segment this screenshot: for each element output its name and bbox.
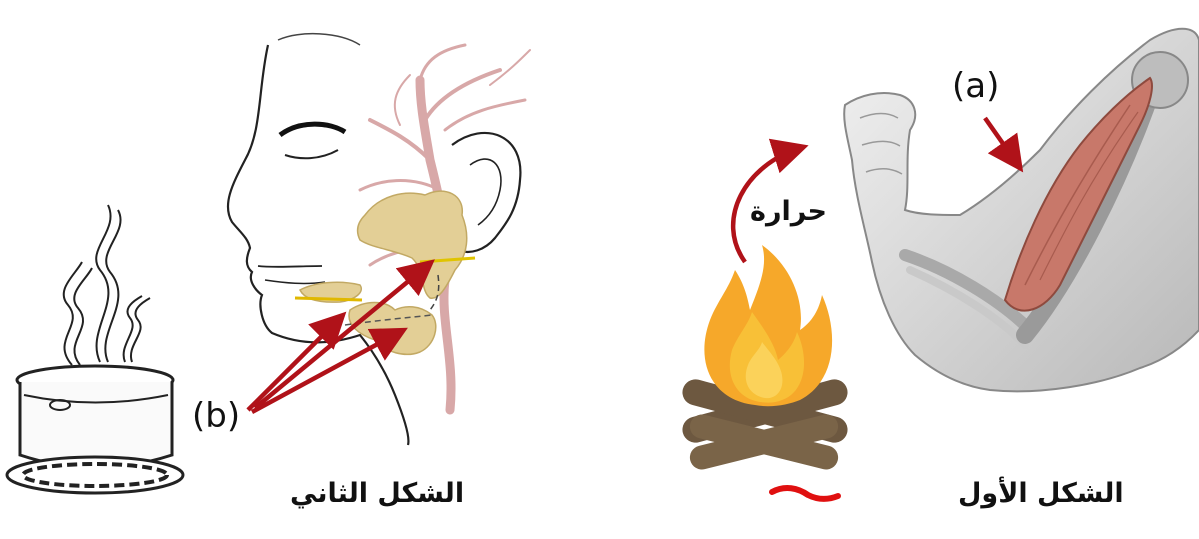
- label-b: (b): [192, 396, 240, 436]
- heat-label: حرارة: [750, 196, 827, 227]
- campfire-icon: [680, 245, 851, 472]
- arrow-b-to-submandibular: [252, 332, 400, 412]
- arrow-a-to-biceps: [985, 118, 1018, 165]
- arm-muscle-illustration: [844, 29, 1199, 392]
- caption-figure-one: الشكل الأول: [958, 478, 1124, 509]
- boiling-pot-illustration: [7, 205, 183, 493]
- steam-icon: [64, 205, 150, 365]
- red-mark: [772, 488, 838, 499]
- arrow-b-to-sublingual: [248, 318, 340, 410]
- caption-figure-two: الشكل الثاني: [290, 478, 464, 509]
- label-a: (a): [952, 66, 999, 106]
